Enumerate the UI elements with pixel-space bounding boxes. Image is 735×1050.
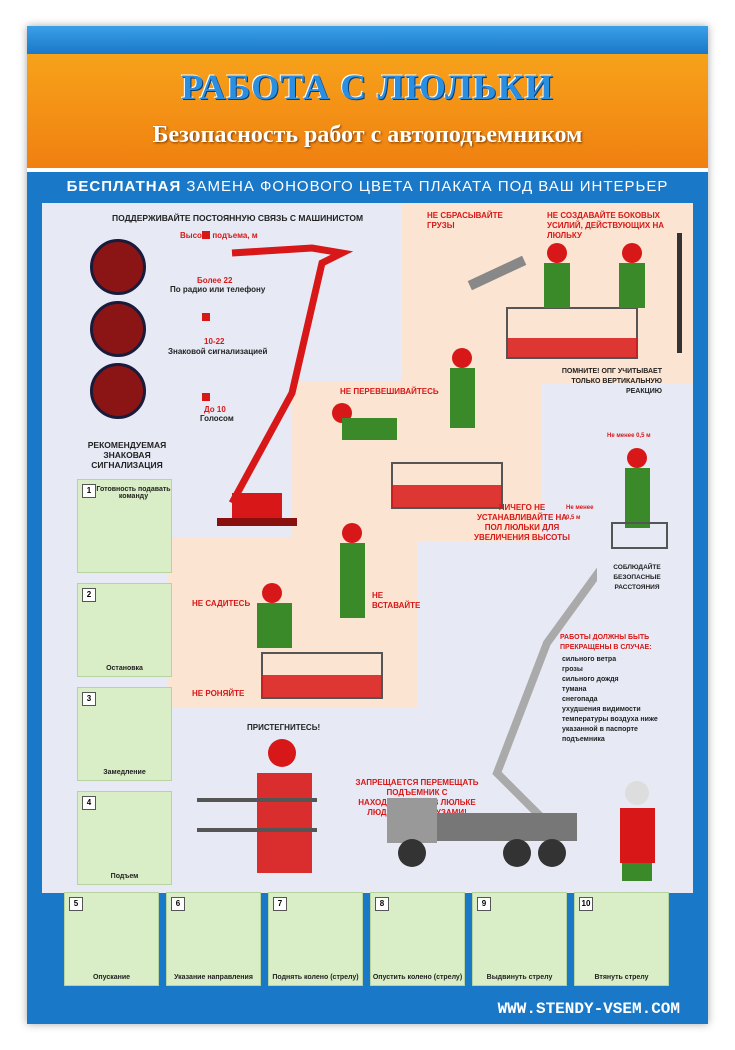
workers-sitting-standing	[257, 523, 383, 699]
warning-no-sit: НЕ САДИТЕСЬ	[192, 599, 251, 608]
min-distance-side: Не менее 0,5 м	[566, 505, 594, 521]
range-10-22-desc: Знаковой сигнализацией	[168, 347, 268, 356]
worker-radio-icon	[90, 239, 146, 295]
range-10-22: 10-22	[204, 337, 225, 346]
fasten-heading: ПРИСТЕГНИТЕСЬ!	[247, 723, 321, 732]
comm-heading: ПОДДЕРЖИВАЙТЕ ПОСТОЯННУЮ СВЯЗЬ С МАШИНИС…	[112, 213, 364, 223]
voice-icon	[90, 363, 146, 419]
min-distance-top: Не менее 0,5 м	[607, 433, 651, 439]
crane-illustration	[202, 231, 354, 526]
strip-rest: ЗАМЕНА ФОНОВОГО ЦВЕТА ПЛАКАТА ПОД ВАШ ИН…	[186, 178, 669, 195]
poster-title: РАБОТА С ЛЮЛЬКИ	[181, 67, 554, 107]
stop-item: грозы	[562, 666, 583, 673]
signals-heading: РЕКОМЕНДУЕМАЯ ЗНАКОВАЯ СИГНАЛИЗАЦИЯ	[87, 440, 167, 470]
workers-basket-top	[467, 233, 682, 359]
poster: РАБОТА С ЛЮЛЬКИ Безопасность работ с авт…	[27, 26, 708, 1024]
stop-list: сильного ветра грозы сильного дождя тума…	[562, 655, 672, 745]
range-under10: До 10	[204, 405, 226, 414]
warning-no-floor: НИЧЕГО НЕ УСТАНАВЛИВАЙТЕ НА ПОЛ ЛЮЛЬКИ Д…	[473, 503, 571, 542]
hand-signal-icon	[90, 301, 146, 357]
stop-item: сильного ветра	[562, 656, 617, 663]
warning-no-lean: НЕ ПЕРЕВЕШИВАЙТЕСЬ	[340, 387, 439, 396]
remember-note: ПОМНИТЕ! ОПГ УЧИТЫВАЕТ ТОЛЬКО ВЕРТИКАЛЬН…	[561, 368, 662, 395]
stop-item: ухудшения видимости	[562, 706, 641, 713]
worker-harness	[197, 739, 317, 873]
warning-no-drop: НЕ СБРАСЫВАЙТЕ ГРУЗЫ	[427, 211, 503, 230]
worker-supervisor	[620, 781, 655, 881]
truck-illustration	[387, 567, 597, 867]
stop-item: тумана	[562, 686, 587, 693]
keep-distance: СОБЛЮДАЙТЕ БЕЗОПАСНЫЕ РАССТОЯНИЯ	[613, 564, 661, 591]
strip-bold: БЕСПЛАТНАЯ	[66, 178, 182, 195]
header-band	[27, 54, 708, 172]
height-label: Высота подъема, м	[180, 231, 258, 240]
top-band	[27, 26, 708, 54]
stop-item: температуры воздуха ниже указанной в пас…	[562, 716, 658, 743]
main-panel: ПОДДЕРЖИВАЙТЕ ПОСТОЯННУЮ СВЯЗЬ С МАШИНИС…	[42, 203, 693, 893]
website-link[interactable]: WWW.STENDY-VSEM.COM	[497, 1000, 680, 1018]
worker-leaning	[332, 348, 503, 509]
stop-item: сильного дождя	[562, 676, 619, 683]
range-over22-desc: По радио или телефону	[170, 285, 266, 294]
poster-subtitle: Безопасность работ с автоподъемником	[152, 122, 583, 148]
range-over22: Более 22	[197, 276, 233, 285]
warning-no-stand: НЕ ВСТАВАЙТЕ	[372, 591, 421, 610]
stop-heading: РАБОТЫ ДОЛЖНЫ БЫТЬ ПРЕКРАЩЕНЫ В СЛУЧАЕ:	[560, 634, 652, 651]
worker-distance	[611, 448, 668, 549]
warning-no-side: НЕ СОЗДАВАЙТЕ БОКОВЫХ УСИЛИЙ, ДЕЙСТВУЮЩИ…	[547, 211, 665, 240]
range-under10-desc: Голосом	[200, 414, 234, 423]
warning-no-drop2: НЕ РОНЯЙТЕ	[192, 689, 245, 698]
info-strip: БЕСПЛАТНАЯ ЗАМЕНА ФОНОВОГО ЦВЕТА ПЛАКАТА…	[27, 174, 708, 200]
stop-item: снегопада	[562, 696, 598, 703]
